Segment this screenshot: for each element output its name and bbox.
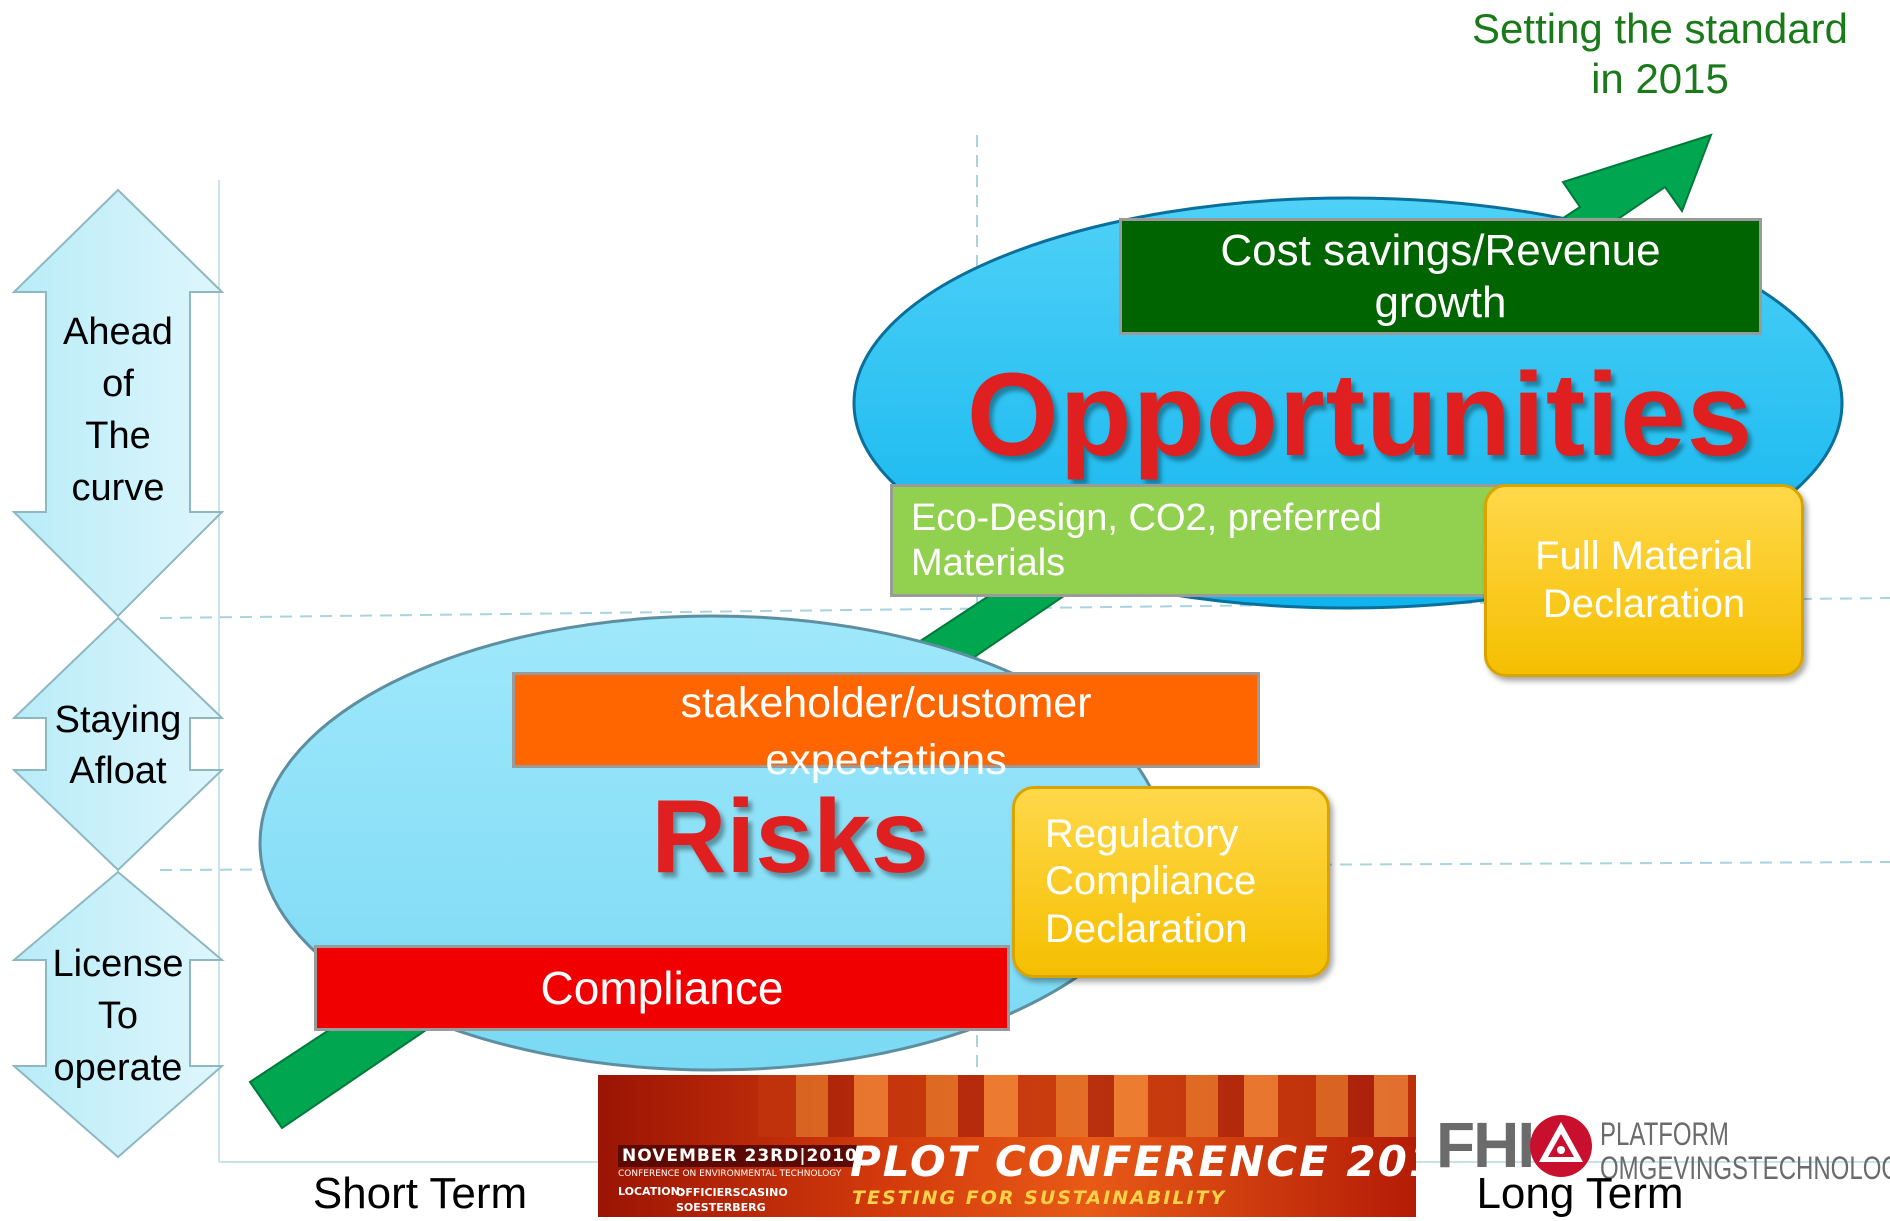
- platform-logo: PLATFORM: [1600, 1116, 1729, 1152]
- opportunities-title: Opportunities: [966, 349, 1754, 481]
- level-arrow-top: [11, 188, 225, 618]
- banner-location-label: LOCATION:: [618, 1185, 685, 1198]
- platform-logo-sub: OMGEVINGSTECHNOLOGIE: [1600, 1150, 1890, 1186]
- x-axis-label-long-term: Long Term: [1476, 1169, 1684, 1218]
- x-axis-label-short-term: Short Term: [312, 1169, 528, 1218]
- eco-design-box: Eco-Design, CO2, preferred Materials: [890, 484, 1510, 597]
- banner-photo-strip: [758, 1075, 1416, 1137]
- full-material-declaration-box: Full Material Declaration: [1484, 484, 1804, 677]
- banner-subtitle: CONFERENCE ON ENVIRONMENTAL TECHNOLOGY: [618, 1169, 842, 1179]
- compliance-box: Compliance: [314, 945, 1010, 1031]
- platform-emblem-icon: [1530, 1115, 1592, 1177]
- level-label-ahead: Ahead of The curve: [63, 311, 173, 510]
- level-arrow-middle: [11, 616, 225, 872]
- conference-banner: NOVEMBER 23RD|2010 CONFERENCE ON ENVIRON…: [598, 1075, 1416, 1217]
- level-arrow-bottom: [11, 870, 225, 1159]
- fhi-logo: FHI: [1436, 1109, 1535, 1181]
- risks-title: Risks: [651, 779, 929, 895]
- cost-savings-box: Cost savings/Revenue growth: [1119, 218, 1762, 335]
- level-label-license: License To operate: [52, 943, 184, 1090]
- regulatory-compliance-box: Regulatory Compliance Declaration: [1012, 786, 1330, 978]
- banner-title: PLOT CONFERENCE 2010: [850, 1137, 1416, 1186]
- goal-label: Setting the standard in 2015: [1472, 5, 1848, 102]
- banner-tagline: TESTING FOR SUSTAINABILITY: [852, 1187, 1227, 1209]
- level-label-afloat: Staying Afloat: [54, 699, 182, 793]
- banner-location: OFFICIERSCASINO SOESTERBERG: [676, 1186, 788, 1215]
- banner-date: NOVEMBER 23RD|2010: [618, 1145, 862, 1167]
- stakeholder-box: stakeholder/customer expectations: [512, 672, 1260, 784]
